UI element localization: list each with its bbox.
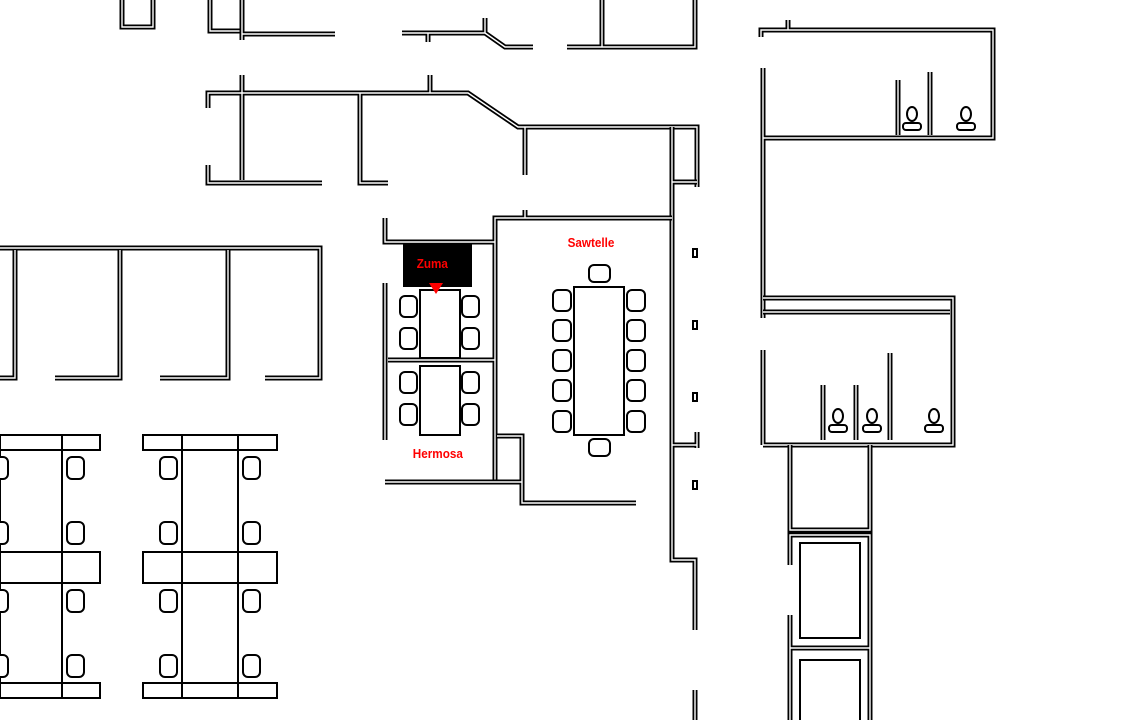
chair xyxy=(242,589,261,613)
chair xyxy=(66,654,85,678)
toilet-icon xyxy=(928,408,940,424)
door-marker xyxy=(692,392,698,402)
toilet-icon xyxy=(960,106,972,122)
chair xyxy=(66,589,85,613)
conference-table xyxy=(419,289,461,359)
location-marker-icon xyxy=(429,283,443,294)
wall xyxy=(671,127,698,720)
wall xyxy=(567,0,698,50)
chair xyxy=(588,438,611,457)
chair xyxy=(461,327,480,350)
chair xyxy=(552,349,572,372)
chair xyxy=(461,371,480,394)
toilet-icon xyxy=(906,106,918,122)
chair xyxy=(0,589,9,613)
desk xyxy=(0,551,101,584)
chair xyxy=(552,319,572,342)
room-label-zuma[interactable]: Zuma xyxy=(416,256,448,271)
chair xyxy=(461,403,480,426)
wall xyxy=(758,20,996,318)
wall xyxy=(121,0,154,28)
storage-box xyxy=(799,542,861,639)
chair xyxy=(242,521,261,545)
chair xyxy=(626,410,646,433)
chair xyxy=(0,521,9,545)
chair xyxy=(0,456,9,480)
chair xyxy=(588,264,611,283)
wall xyxy=(119,0,156,30)
toilet-icon xyxy=(956,122,976,131)
door-marker xyxy=(692,248,698,258)
room-label-hermosa[interactable]: Hermosa xyxy=(412,446,463,461)
chair xyxy=(159,456,178,480)
conference-table xyxy=(419,365,461,436)
wall xyxy=(209,0,240,32)
desk xyxy=(142,682,278,699)
wall xyxy=(402,18,533,48)
wall xyxy=(669,127,700,720)
chair xyxy=(552,289,572,312)
toilet-icon xyxy=(902,122,922,131)
wall xyxy=(241,0,335,40)
chair xyxy=(242,654,261,678)
desk xyxy=(0,682,101,699)
chair xyxy=(461,295,480,318)
zuma-selected-highlight xyxy=(403,244,472,287)
chair xyxy=(626,379,646,402)
conference-table xyxy=(573,286,625,436)
wall xyxy=(789,445,871,720)
chair xyxy=(159,589,178,613)
chair xyxy=(399,295,418,318)
door-marker xyxy=(692,480,698,490)
chair xyxy=(159,521,178,545)
chair xyxy=(626,349,646,372)
chair xyxy=(552,379,572,402)
toilet-icon xyxy=(866,408,878,424)
door-marker xyxy=(692,320,698,330)
wall xyxy=(0,245,323,381)
wall xyxy=(760,20,994,318)
storage-box xyxy=(799,659,861,720)
toilet-icon xyxy=(832,408,844,424)
wall xyxy=(760,295,956,448)
wall xyxy=(205,75,700,187)
walls xyxy=(0,0,996,720)
toilet-icon xyxy=(924,424,944,433)
wall xyxy=(0,247,321,379)
chair xyxy=(626,289,646,312)
desk xyxy=(0,434,101,451)
chair xyxy=(399,327,418,350)
desk xyxy=(142,434,278,451)
chair xyxy=(399,403,418,426)
furniture xyxy=(0,106,976,720)
wall xyxy=(207,0,240,34)
wall xyxy=(762,297,954,446)
chair xyxy=(66,521,85,545)
chair xyxy=(242,456,261,480)
chair xyxy=(159,654,178,678)
chair xyxy=(552,410,572,433)
room-label-sawtelle[interactable]: Sawtelle xyxy=(567,235,615,250)
wall xyxy=(384,210,672,480)
chair xyxy=(626,319,646,342)
wall xyxy=(567,0,696,48)
wall xyxy=(385,435,636,504)
chair xyxy=(0,654,9,678)
toilet-icon xyxy=(862,424,882,433)
wall xyxy=(207,75,698,187)
chair xyxy=(66,456,85,480)
chair xyxy=(399,371,418,394)
toilet-icon xyxy=(828,424,848,433)
desk xyxy=(142,551,278,584)
